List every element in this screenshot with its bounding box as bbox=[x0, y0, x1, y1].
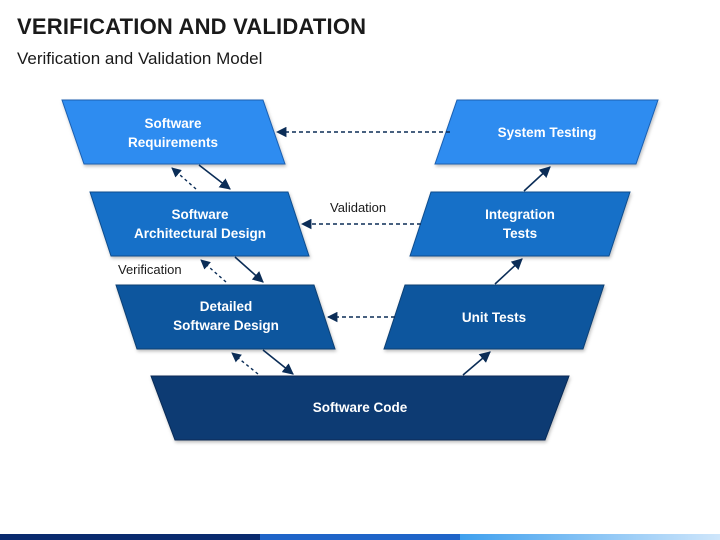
architectural-design-label-2: Architectural Design bbox=[134, 226, 266, 241]
unit-tests-label: Unit Tests bbox=[462, 310, 526, 325]
software-code-label: Software Code bbox=[313, 400, 408, 415]
bottom-bar-segment-mid bbox=[260, 534, 460, 540]
box-detailed-design: Detailed Software Design bbox=[115, 284, 336, 350]
verification-arrow-code-to-detailed bbox=[231, 352, 259, 375]
box-architectural-design: Software Architectural Design bbox=[89, 191, 310, 257]
validation-label: Validation bbox=[330, 200, 386, 215]
flow-arrow-arch-to-detailed bbox=[234, 256, 264, 283]
bottom-bar-segment-light bbox=[460, 534, 720, 540]
flow-arrow-detailed-to-code bbox=[262, 349, 294, 375]
integration-tests-label-2: Tests bbox=[503, 226, 537, 241]
detailed-design-label-2: Software Design bbox=[173, 318, 279, 333]
integration-tests-label-1: Integration bbox=[485, 207, 555, 222]
box-unit-tests: Unit Tests bbox=[383, 284, 605, 350]
flow-arrow-integration-to-system bbox=[523, 166, 551, 192]
verification-arrow-arch-to-req bbox=[171, 167, 197, 190]
bottom-bar-segment-dark bbox=[0, 534, 260, 540]
flow-arrow-unit-to-integration bbox=[494, 258, 523, 285]
software-requirements-label-1: Software bbox=[144, 116, 202, 131]
page-subtitle: Verification and Validation Model bbox=[17, 49, 263, 68]
box-software-code: Software Code bbox=[150, 375, 570, 441]
verification-arrow-detailed-to-arch bbox=[200, 259, 227, 283]
flow-arrow-code-to-unit bbox=[462, 351, 491, 376]
architectural-design-label-1: Software bbox=[171, 207, 229, 222]
page-title: VERIFICATION AND VALIDATION bbox=[17, 14, 367, 39]
system-testing-label: System Testing bbox=[498, 125, 597, 140]
box-software-requirements: Software Requirements bbox=[61, 99, 286, 165]
detailed-design-label-1: Detailed bbox=[200, 299, 253, 314]
box-integration-tests: Integration Tests bbox=[409, 191, 631, 257]
flow-arrow-req-to-arch bbox=[198, 164, 231, 190]
verification-label: Verification bbox=[118, 262, 182, 277]
bottom-accent-bar bbox=[0, 534, 720, 540]
software-requirements-label-2: Requirements bbox=[128, 135, 218, 150]
box-system-testing: System Testing bbox=[434, 99, 659, 165]
